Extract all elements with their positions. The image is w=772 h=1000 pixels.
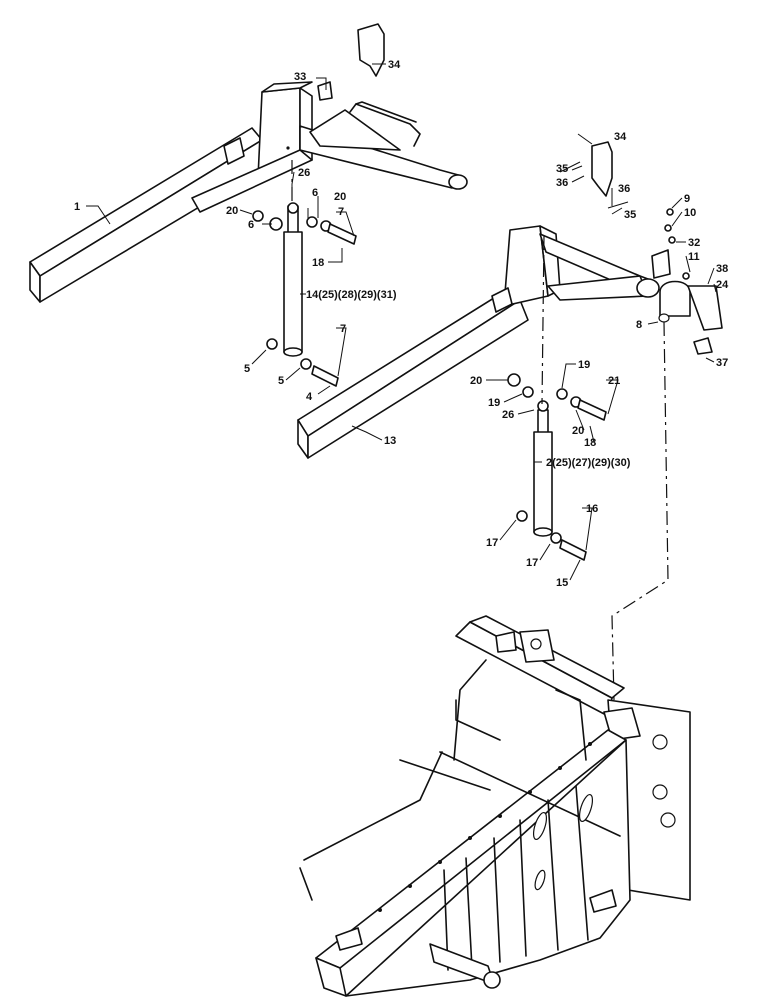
right-pins-washers <box>507 373 607 561</box>
callout-5-left-a: 5 <box>244 363 250 375</box>
callout-19-right-a: 19 <box>488 397 500 409</box>
callout-5-left-b: 5 <box>278 375 284 387</box>
callout-20-right-b: 20 <box>572 425 584 437</box>
callout-10: 10 <box>684 207 696 219</box>
callout-6-left-a: 6 <box>312 187 318 199</box>
callout-35-a: 35 <box>556 163 568 175</box>
callout-18-right: 18 <box>584 437 596 449</box>
callout-7-left-b: 7 <box>340 323 346 335</box>
callout-13: 13 <box>384 435 396 447</box>
right-hardware <box>559 141 723 355</box>
callout-37: 37 <box>716 357 728 369</box>
callout-32: 32 <box>688 237 700 249</box>
callout-1: 1 <box>74 201 80 213</box>
callout-8: 8 <box>636 319 642 331</box>
callout-34-right: 34 <box>614 131 627 143</box>
callout-26-left: 26 <box>298 167 310 179</box>
callout-34-top: 34 <box>388 59 401 71</box>
left-pins-washers <box>252 210 357 387</box>
callout-20-right-a: 20 <box>470 375 482 387</box>
callout-6-left-b: 6 <box>248 219 254 231</box>
callout-4: 4 <box>306 391 313 403</box>
leader-lines <box>86 63 717 581</box>
header-chassis <box>299 615 691 997</box>
callout-36-a: 36 <box>556 177 568 189</box>
callout-11: 11 <box>688 251 700 263</box>
right-boom-frame <box>297 225 660 459</box>
callout-33: 33 <box>294 71 306 83</box>
callout-7-left-a: 7 <box>338 206 344 218</box>
cylinder-2 <box>533 400 553 537</box>
callout-17-b: 17 <box>526 557 538 569</box>
part-callouts: 1 33 34 26 6 20 20 6 7 18 14(25)(28)(29)… <box>74 59 729 589</box>
left-boom-frame <box>29 81 468 303</box>
callout-35-b: 35 <box>624 209 636 221</box>
callout-24: 24 <box>716 279 729 291</box>
callout-16: 16 <box>586 503 598 515</box>
callout-20-left-a: 20 <box>334 191 346 203</box>
callout-26-right: 26 <box>502 409 514 421</box>
callout-20-left-b: 20 <box>226 205 238 217</box>
callout-2: 2(25)(27)(29)(30) <box>546 457 631 469</box>
callout-36-b: 36 <box>618 183 630 195</box>
cylinder-14 <box>283 202 303 357</box>
callout-18-left: 18 <box>312 257 324 269</box>
callout-21: 21 <box>608 375 620 387</box>
callout-19-right-b: 19 <box>578 359 590 371</box>
callout-9: 9 <box>684 193 690 205</box>
callout-17-a: 17 <box>486 537 498 549</box>
shield-34-top <box>317 23 385 101</box>
callout-14: 14(25)(28)(29)(31) <box>306 289 397 301</box>
callout-38: 38 <box>716 263 728 275</box>
callout-15: 15 <box>556 577 568 589</box>
